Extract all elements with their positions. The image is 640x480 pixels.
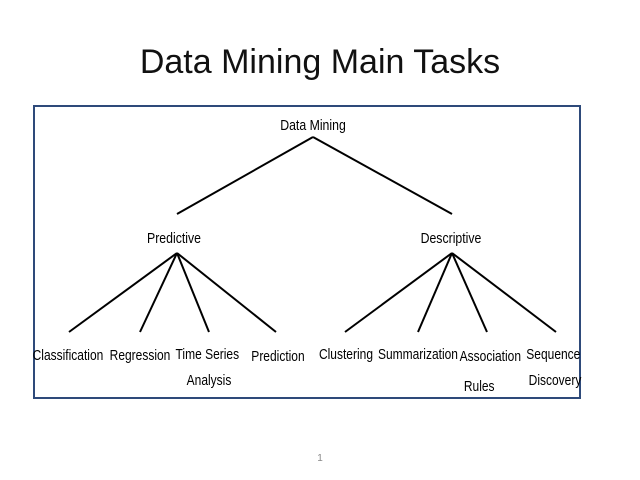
edge-root-predictive <box>176 136 314 215</box>
edge-predictive-regression <box>139 252 178 333</box>
slide-title: Data Mining Main Tasks <box>139 43 501 81</box>
edge-descriptive-sequence <box>451 252 557 333</box>
page-number: 1 <box>317 453 323 464</box>
edge-descriptive-summarization <box>417 252 453 333</box>
edge-predictive-classification <box>68 252 178 333</box>
edge-predictive-time-series <box>176 252 210 333</box>
node-association-rules: Association Rules <box>460 348 525 395</box>
node-summarization: Summarization <box>378 346 458 363</box>
node-predictive: Predictive <box>147 230 201 246</box>
edge-descriptive-clustering <box>344 252 453 333</box>
edge-descriptive-association <box>451 252 488 333</box>
node-regression: Regression <box>110 347 171 364</box>
connector-lines <box>68 136 557 333</box>
edge-root-descriptive <box>312 136 453 215</box>
node-root: Data Mining <box>280 117 346 133</box>
node-prediction: Prediction <box>251 348 304 365</box>
node-time-series-analysis: Time Series Analysis <box>176 346 243 389</box>
edge-predictive-prediction <box>176 252 277 333</box>
node-clustering: Clustering <box>319 346 373 363</box>
diagram-frame <box>33 105 581 399</box>
node-sequence-discovery: Sequence Discovery <box>526 346 583 389</box>
node-classification: Classification <box>33 347 104 364</box>
node-descriptive: Descriptive <box>421 230 482 246</box>
